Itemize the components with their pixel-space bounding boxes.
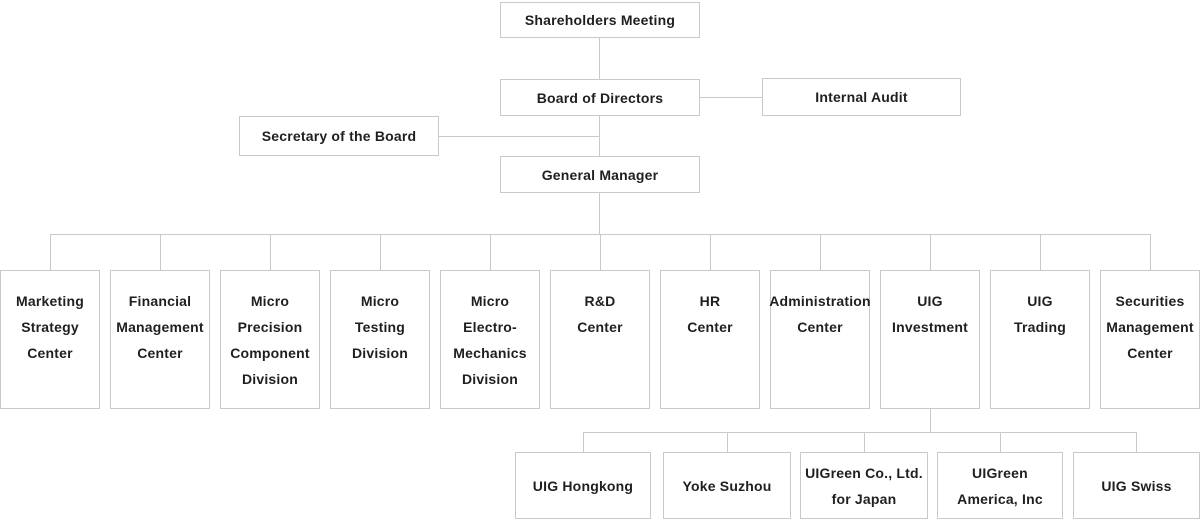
node-label: Internal Audit (815, 89, 908, 105)
node-label: Micro Precision Component Division (230, 293, 310, 387)
node-label: Shareholders Meeting (524, 12, 676, 28)
connector-drop-sub-4 (1000, 432, 1001, 452)
node-uigreen-japan: UIGreen Co., Ltd. for Japan (800, 452, 928, 519)
node-label: R&D Center (577, 293, 623, 335)
node-administration-center: Administration Center (769, 270, 871, 409)
connector-drop-dept-11 (1150, 234, 1151, 270)
node-micro-precision-component-division: Micro Precision Component Division (220, 270, 320, 409)
connector-shareholders-board (599, 38, 600, 79)
node-label: Secretary of the Board (261, 128, 417, 144)
connector-subsidiary-rail (583, 432, 1136, 433)
node-label: Administration Center (769, 293, 871, 335)
node-secretary-of-the-board: Secretary of the Board (239, 116, 439, 156)
connector-drop-dept-9 (930, 234, 931, 270)
node-label: General Manager (541, 166, 659, 183)
connector-drop-sub-3 (864, 432, 865, 452)
node-label: Micro Electro- Mechanics Division (453, 293, 527, 387)
connector-drop-sub-2 (727, 432, 728, 452)
connector-drop-dept-5 (490, 234, 491, 270)
node-label: UIG Trading (1014, 293, 1066, 335)
node-label: Marketing Strategy Center (16, 293, 84, 361)
connector-board-internal-audit (700, 97, 762, 98)
node-uig-hongkong: UIG Hongkong (515, 452, 651, 519)
connector-uig-investment-rail (930, 409, 931, 432)
node-label: Yoke Suzhou (682, 477, 772, 494)
node-label: Micro Testing Division (351, 293, 409, 361)
node-financial-management-center: Financial Management Center (110, 270, 210, 409)
node-label: Board of Directors (536, 89, 664, 106)
node-hr-center: HR Center (660, 270, 760, 409)
connector-general-manager-rail (599, 193, 600, 234)
node-micro-testing-division: Micro Testing Division (330, 270, 430, 409)
connector-drop-dept-7 (710, 234, 711, 270)
node-label: UIG Hongkong (532, 477, 634, 494)
connector-drop-dept-3 (270, 234, 271, 270)
node-uigreen-america: UIGreen America, Inc (937, 452, 1063, 519)
connector-drop-dept-4 (380, 234, 381, 270)
connector-drop-dept-10 (1040, 234, 1041, 270)
node-label: UIG Swiss (1101, 477, 1172, 494)
connector-drop-sub-5 (1136, 432, 1137, 452)
node-label: Financial Management Center (116, 293, 204, 361)
node-internal-audit: Internal Audit (762, 78, 961, 116)
connector-secretary-board (439, 136, 600, 137)
node-label: Securities Management Center (1106, 293, 1194, 361)
node-marketing-strategy-center: Marketing Strategy Center (0, 270, 100, 409)
connector-drop-dept-2 (160, 234, 161, 270)
node-label: UIG Investment (892, 293, 968, 335)
node-label: UIGreen Co., Ltd. for Japan (805, 464, 923, 507)
node-board-of-directors: Board of Directors (500, 79, 700, 116)
connector-drop-dept-1 (50, 234, 51, 270)
node-uig-investment: UIG Investment (880, 270, 980, 409)
connector-drop-dept-8 (820, 234, 821, 270)
node-rd-center: R&D Center (550, 270, 650, 409)
connector-drop-dept-6 (600, 234, 601, 270)
node-label: HR Center (687, 293, 733, 335)
node-securities-management-center: Securities Management Center (1100, 270, 1200, 409)
node-micro-electro-mechanics-division: Micro Electro- Mechanics Division (440, 270, 540, 409)
node-shareholders-meeting: Shareholders Meeting (500, 2, 700, 38)
node-general-manager: General Manager (500, 156, 700, 193)
node-yoke-suzhou: Yoke Suzhou (663, 452, 791, 519)
node-label: UIGreen America, Inc (957, 464, 1043, 507)
connector-drop-sub-1 (583, 432, 584, 452)
node-uig-swiss: UIG Swiss (1073, 452, 1200, 519)
node-uig-trading: UIG Trading (990, 270, 1090, 409)
